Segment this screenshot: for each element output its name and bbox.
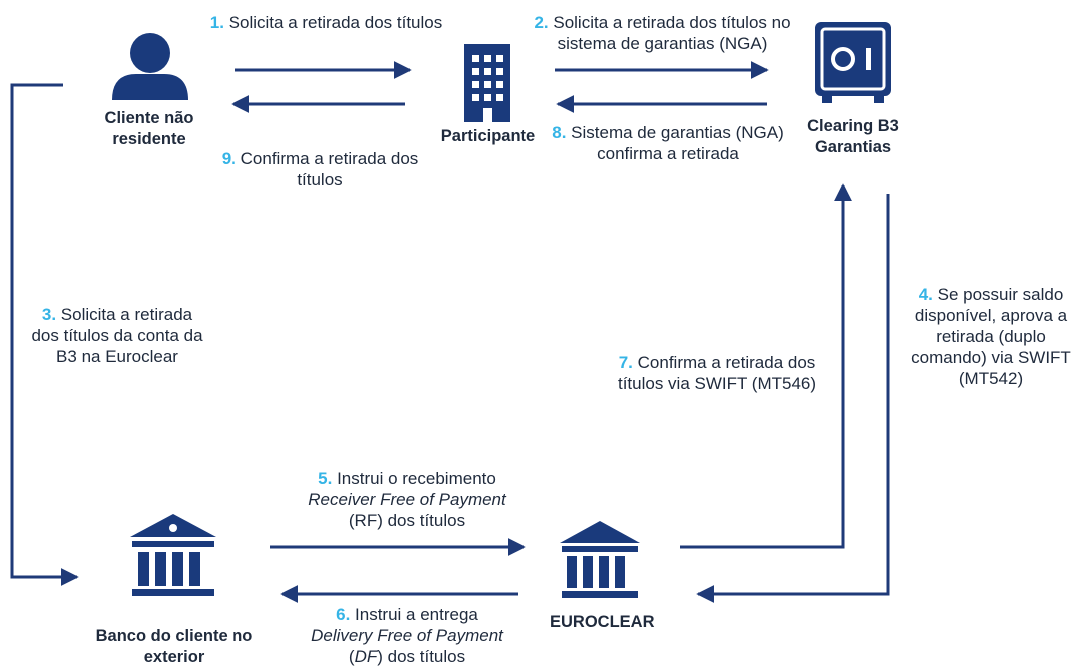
step-5-line-3: (RF) dos títulos <box>348 511 466 530</box>
step-3-text: 3. Solicita a retirada dos títulos da co… <box>26 304 208 367</box>
step-3-description: Solicita a retirada dos títulos da conta… <box>31 305 203 366</box>
step-6-line-3: (DF) dos títulos <box>262 646 552 667</box>
step-9-number: 9. <box>221 149 236 168</box>
step-6-text: 6. Instrui a entrega Delivery Free of Pa… <box>262 604 552 667</box>
step-8-text: 8. Sistema de garantias (NGA) confirma a… <box>548 122 788 164</box>
bank-icon <box>130 514 216 596</box>
step-6-rest: ) dos títulos <box>377 647 466 666</box>
step-6-paren-open: ( <box>348 647 355 666</box>
arrow-7 <box>680 183 852 549</box>
step-8-number: 8. <box>552 123 567 142</box>
step-2-number: 2. <box>534 13 549 32</box>
client-label: Cliente não residente <box>104 109 194 148</box>
step-8-description: Sistema de garantias (NGA) confirma a re… <box>571 123 784 163</box>
step-2-description: Solicita a retirada dos títulos no siste… <box>553 13 791 53</box>
step-1-text: 1. Solicita a retirada dos títulos <box>206 12 446 33</box>
euroclear-icon <box>560 521 640 598</box>
step-6-number: 6. <box>336 605 351 624</box>
step-5-italic: Receiver Free of Payment <box>308 490 506 509</box>
step-7-number: 7. <box>618 353 633 372</box>
step-6-line-2: Delivery Free of Payment <box>262 625 552 646</box>
step-4-text: 4. Se possuir saldo disponível, aprova a… <box>898 284 1084 389</box>
building-icon <box>464 44 510 122</box>
safe-icon <box>815 22 891 103</box>
step-9-text: 9. Confirma a retirada dos títulos <box>200 148 440 190</box>
step-5-line-1: 5. Instrui o recebimento <box>262 468 552 489</box>
participant-label: Participante <box>440 127 536 145</box>
step-6-line-1: 6. Instrui a entrega <box>262 604 552 625</box>
person-icon <box>112 33 188 100</box>
step-6-description: Instrui a entrega <box>355 605 478 624</box>
step-1-number: 1. <box>209 13 224 32</box>
arrow-4 <box>696 194 890 603</box>
step-7-text: 7. Confirma a retirada dos títulos via S… <box>606 352 828 394</box>
euroclear-label: EUROCLEAR <box>550 613 655 631</box>
step-5-number: 5. <box>318 469 333 488</box>
step-3-number: 3. <box>41 305 57 324</box>
step-6-df: DF <box>354 647 378 666</box>
step-2-text: 2. Solicita a retirada dos títulos no si… <box>520 12 805 54</box>
bank-label: Banco do cliente no exterior <box>95 627 253 666</box>
step-6-italic: Delivery Free of Payment <box>311 626 503 645</box>
step-7-description: Confirma a retirada dos títulos via SWIF… <box>617 353 817 393</box>
step-1-description: Solicita a retirada dos títulos <box>228 13 443 32</box>
step-4-description: Se possuir saldo disponível, aprova a re… <box>911 285 1071 388</box>
step-5-line-2: Receiver Free of Payment <box>262 489 552 510</box>
step-4-number: 4. <box>918 285 933 304</box>
step-5-description: Instrui o recebimento <box>337 469 496 488</box>
clearing-label: Clearing B3 Garantias <box>807 117 899 156</box>
step-5-text: 5. Instrui o recebimento Receiver Free o… <box>262 468 552 531</box>
step-9-description: Confirma a retirada dos títulos <box>240 149 419 189</box>
arrow-3 <box>10 83 79 586</box>
